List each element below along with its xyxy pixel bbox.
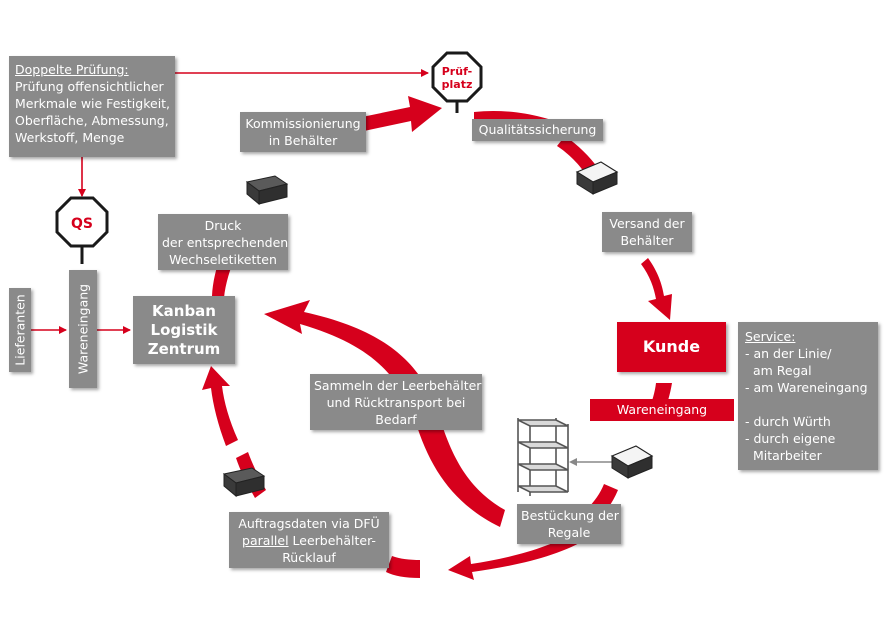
flow-arrow-versand-to-kunde (641, 258, 672, 320)
lieferanten-box: Lieferanten (9, 288, 31, 372)
flow-arrow-bestueckung-to-bottom (448, 530, 588, 580)
kunde-label: Kunde (642, 337, 701, 356)
sammeln-line: Bedarf (375, 412, 417, 427)
bestueckung-line: Bestückung der (521, 508, 619, 523)
service-line: - durch eigene (745, 431, 836, 446)
auftragsdaten-parallel: parallel (242, 533, 289, 548)
auftragsdaten-line2-rest: Leerbehälter- (288, 533, 376, 548)
kanban-line: Logistik (150, 321, 218, 339)
lieferanten-label: Lieferanten (12, 294, 28, 366)
service-line: am Regal (745, 363, 812, 378)
druck-line: der entsprechenden (162, 235, 289, 250)
flow-arrow-return-to-kanban (264, 300, 505, 527)
container-icon (610, 445, 654, 479)
service-line: - an der Linie/ (745, 346, 832, 361)
wareneingang-right-bar: Wareneingang (590, 399, 734, 421)
kommissionierung-box: Kommissionierung in Behälter (240, 112, 366, 152)
qs-sign (55, 196, 109, 248)
druck-line: Druck (204, 218, 242, 233)
doppelte-pruefung-line: Oberfläche, Abmessung, (15, 113, 169, 128)
container-icon (222, 467, 266, 498)
container-icon (245, 175, 289, 206)
wareneingang-left-box: Wareneingang (69, 270, 97, 388)
sammeln-box: Sammeln der Leerbehälter und Rücktranspo… (310, 374, 482, 430)
pruefplatz-sign (431, 51, 483, 103)
kommissionierung-line: in Behälter (268, 133, 338, 148)
doppelte-pruefung-box: Doppelte Prüfung: Prüfung offensichtlich… (9, 56, 175, 157)
wareneingang-right-label: Wareneingang (616, 402, 708, 417)
auftragsdaten-line3: Rücklauf (282, 550, 336, 565)
service-box: Service: - an der Linie/ am Regal - am W… (738, 322, 878, 470)
flow-arrow-bottom-to-auftragsdaten (386, 556, 420, 578)
druck-line: Wechseletiketten (169, 252, 277, 267)
kanban-line: Zentrum (147, 340, 221, 358)
doppelte-pruefung-title: Doppelte Prüfung: (15, 62, 129, 77)
service-line: - durch Würth (745, 414, 831, 429)
service-line (745, 396, 871, 413)
versand-line: Behälter (620, 233, 674, 248)
wareneingang-left-label: Wareneingang (75, 283, 91, 375)
service-title: Service: (745, 329, 796, 344)
versand-box: Versand der Behälter (602, 212, 692, 252)
bestueckung-box: Bestückung der Regale (517, 504, 621, 544)
qualitaetssicherung-box: Qualitätssicherung (472, 119, 603, 141)
doppelte-pruefung-line: Werkstoff, Menge (15, 130, 125, 145)
kanban-line: Kanban (152, 302, 216, 320)
versand-line: Versand der (609, 216, 685, 231)
auftragsdaten-box: Auftragsdaten via DFÜ parallel Leerbehäl… (229, 512, 389, 568)
flow-arrow-up-to-kanban (202, 366, 238, 446)
kanban-logistik-zentrum-box: Kanban Logistik Zentrum (133, 296, 235, 364)
connector-arrowhead-shelf (569, 458, 577, 466)
druck-box: Druck der entsprechenden Wechseletikette… (158, 214, 288, 270)
auftragsdaten-line1: Auftragsdaten via DFÜ (238, 516, 380, 531)
kommissionierung-line: Kommissionierung (245, 116, 361, 131)
shelf-icon (517, 418, 569, 496)
sammeln-line: Sammeln der Leerbehälter (314, 378, 482, 393)
doppelte-pruefung-line: Prüfung offensichtlicher (15, 79, 164, 94)
pruefplatz-label-line1: Prüf- (442, 65, 472, 78)
qualitaetssicherung-label: Qualitätssicherung (478, 122, 597, 137)
sammeln-line: und Rücktransport bei (326, 395, 466, 410)
doppelte-pruefung-line: Merkmale wie Festigkeit, (15, 96, 171, 111)
flow-arrow-kommissionierung-to-pruefplatz (362, 96, 442, 132)
flow-arrow-qs-to-container (557, 136, 598, 175)
service-line: Mitarbeiter (745, 448, 822, 463)
service-line: - am Wareneingang (745, 380, 868, 395)
qs-label: QS (71, 216, 93, 232)
container-icon (575, 161, 619, 195)
pruefplatz-label-line2: platz (442, 78, 473, 91)
kunde-box: Kunde (617, 322, 726, 372)
bestueckung-line: Regale (547, 525, 591, 540)
